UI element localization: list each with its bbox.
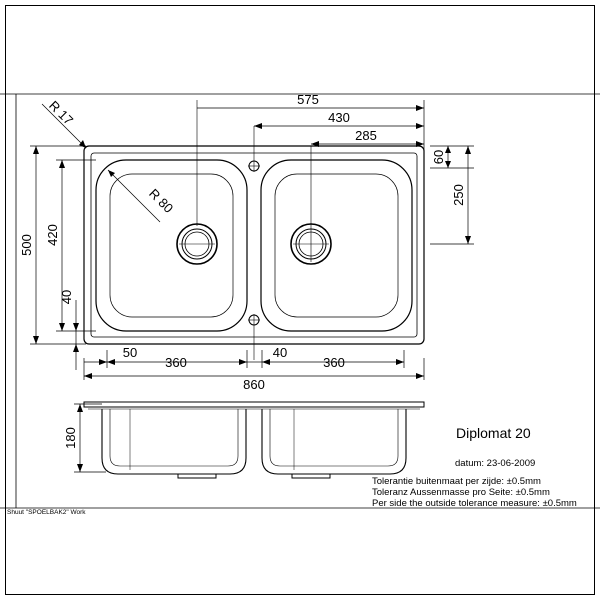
dim-label-420: 420 [45, 224, 60, 246]
dim-label-r80: R 80 [146, 186, 176, 216]
right-drain-side [291, 473, 331, 479]
center-lines [179, 100, 329, 360]
product-title: Diplomat 20 [456, 425, 531, 441]
drawing-frame [5, 5, 595, 595]
left-drain-side [177, 473, 217, 479]
tolerance-note-de: Toleranz Aussenmasse pro Seite: ±0.5mm [372, 487, 550, 498]
dim-label-40-left: 40 [59, 290, 74, 304]
tolerance-note-nl: Tolerantie buitenmaat per zijde: ±0.5mm [372, 476, 541, 487]
leader-r17 [41, 103, 87, 149]
dim-label-250: 250 [451, 184, 466, 206]
left-bowl-outline [95, 159, 248, 332]
leader-r80 [107, 169, 161, 223]
dim-label-60: 60 [431, 150, 446, 164]
left-bowl-side [101, 409, 247, 475]
dim-label-180: 180 [63, 427, 78, 449]
dim-label-360-right: 360 [323, 355, 345, 370]
dim-label-285: 285 [355, 128, 377, 143]
dimension-arrows [33, 105, 471, 472]
dim-label-40-bottom: 40 [273, 345, 287, 360]
dim-label-860: 860 [243, 377, 265, 392]
sink-rim-inner [90, 152, 418, 338]
dim-label-50: 50 [123, 345, 137, 360]
dim-label-575: 575 [297, 92, 319, 107]
dim-label-430: 430 [328, 110, 350, 125]
dim-label-360-left: 360 [165, 355, 187, 370]
side-rim [83, 401, 425, 408]
sink-side-view [83, 401, 425, 479]
dimension-lines [30, 100, 474, 473]
tolerance-note-en: Per side the outside tolerance measure: … [372, 498, 577, 509]
drawing-date: datum: 23-06-2009 [455, 458, 535, 469]
right-bowl-outline [260, 159, 413, 332]
dim-label-r17: R 17 [46, 98, 76, 128]
right-bowl-floor [274, 173, 399, 318]
file-label: Shuut "SPOELBAK2" Work [7, 509, 86, 516]
dim-label-500: 500 [19, 234, 34, 256]
left-bowl-floor [109, 173, 234, 318]
right-bowl-side [261, 409, 407, 475]
